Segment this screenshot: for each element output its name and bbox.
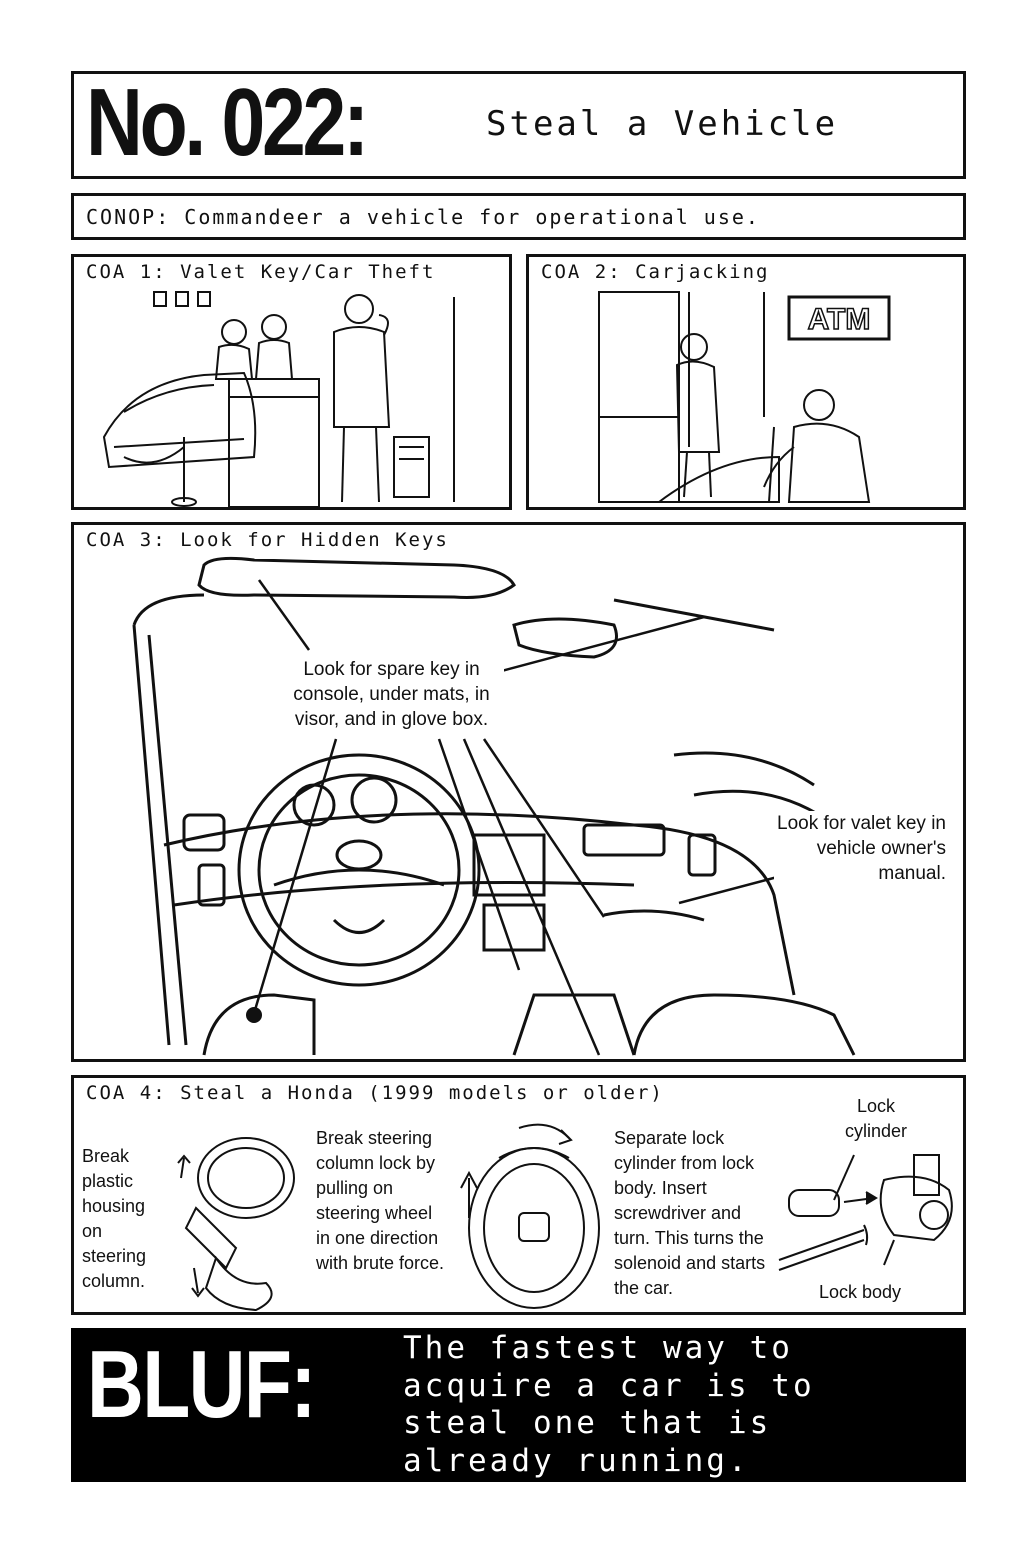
- step3-text: Separate lock cylinder from lock body. I…: [614, 1128, 766, 1298]
- steering-wheel-lock-illustration: [460, 1123, 600, 1309]
- lock-cylinder-label: Lock cylinder: [844, 1096, 908, 1141]
- coa2-label: COA 2: Carjacking: [541, 261, 770, 283]
- car-interior-illustration: [132, 556, 856, 1056]
- lock-body-label: Lock body: [819, 1282, 902, 1302]
- entry-number: No. 022:: [86, 69, 369, 176]
- carjacking-illustration: ATM: [598, 291, 891, 503]
- page-title: Steal a Vehicle: [486, 104, 839, 144]
- step2-text: Break steering column lock by pulling on…: [316, 1128, 445, 1273]
- bluf-box: BLUF: The fastest way to acquire a car i…: [71, 1328, 966, 1482]
- coa1-panel: COA 1: Valet Key/Car Theft: [71, 254, 512, 510]
- title-box: No. 022: Steal a Vehicle: [71, 69, 966, 179]
- step1-text: Break plastic housing on steering column…: [82, 1146, 147, 1291]
- valet-scene-illustration: [102, 291, 455, 508]
- coa4-label: COA 4: Steal a Honda (1999 models or old…: [86, 1082, 664, 1104]
- steering-housing-illustration: [177, 1137, 295, 1312]
- coa3-label: COA 3: Look for Hidden Keys: [86, 529, 449, 551]
- conop-box: CONOP: Commandeer a vehicle for operatio…: [71, 193, 966, 240]
- spare-key-note: Look for spare key in console, under mat…: [279, 657, 504, 732]
- bluf-text: The fastest way to acquire a car is to s…: [403, 1330, 815, 1479]
- coa1-label: COA 1: Valet Key/Car Theft: [86, 261, 436, 283]
- coa4-panel: COA 4: Steal a Honda (1999 models or old…: [71, 1075, 966, 1315]
- conop-text: CONOP: Commandeer a vehicle for operatio…: [86, 205, 760, 229]
- valet-key-note: Look for valet key in vehicle owner's ma…: [774, 811, 946, 886]
- coa3-panel: COA 3: Look for Hidden Keys: [71, 522, 966, 1062]
- bluf-label: BLUF:: [87, 1331, 317, 1438]
- atm-sign: ATM: [808, 303, 871, 336]
- lock-assembly-illustration: [778, 1154, 953, 1271]
- coa2-panel: COA 2: Carjacking ATM: [526, 254, 966, 510]
